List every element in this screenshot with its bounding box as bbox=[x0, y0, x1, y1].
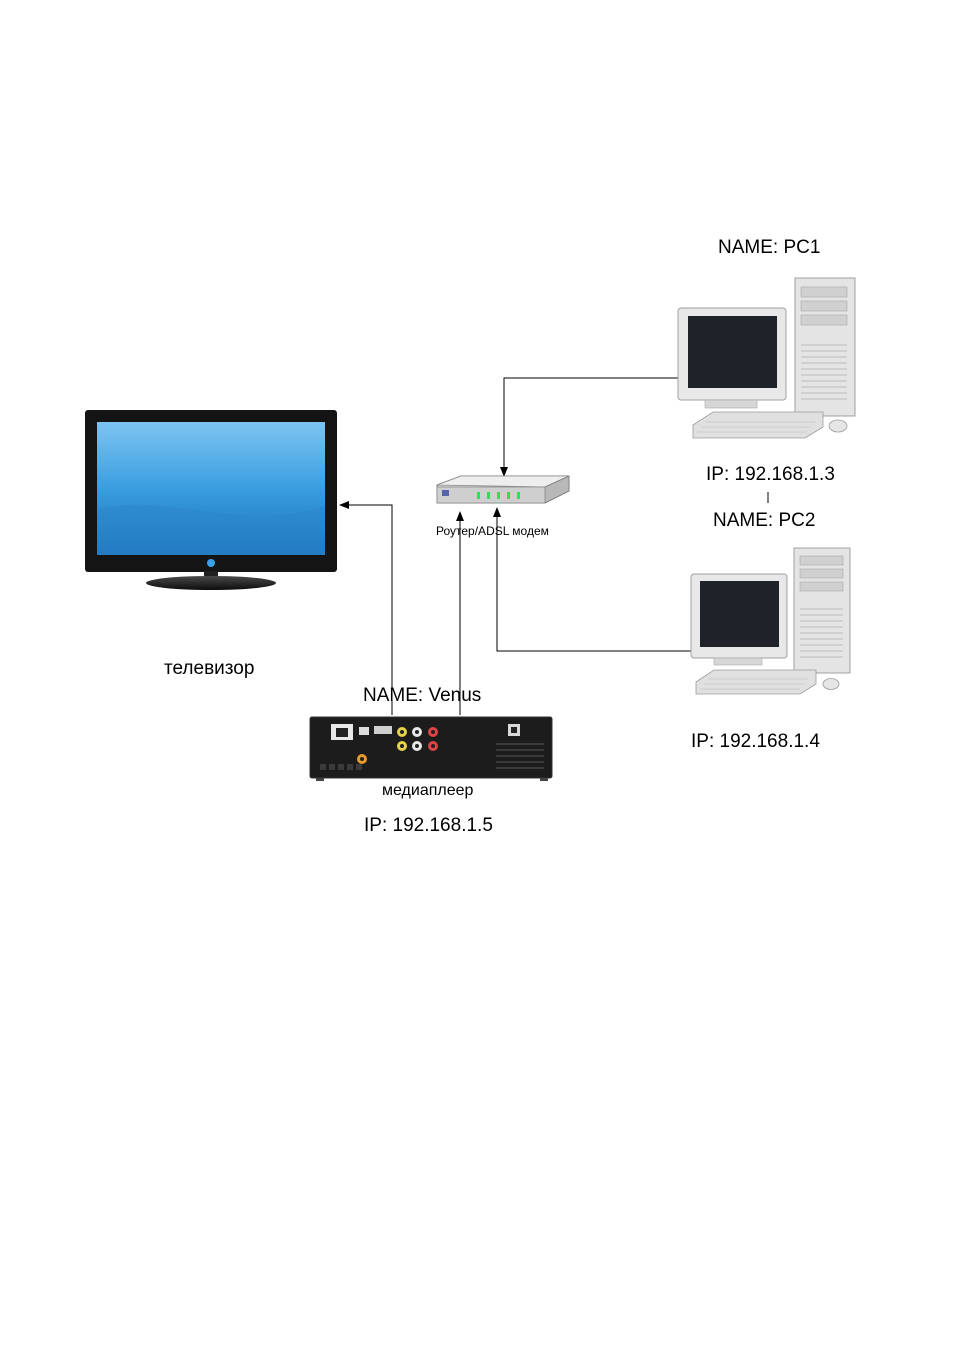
pc2-desktop-computer-icon bbox=[688, 545, 858, 700]
router-icon bbox=[433, 473, 573, 523]
wire-pc1-router bbox=[504, 378, 682, 476]
pc2-ip: IP: 192.168.1.4 bbox=[691, 732, 820, 751]
television-icon bbox=[70, 395, 360, 605]
tv-label: телевизор bbox=[164, 659, 254, 678]
pc1-name: NAME: PC1 bbox=[718, 238, 820, 257]
media-player-icon bbox=[308, 714, 554, 784]
player-name: NAME: Venus bbox=[363, 686, 481, 705]
player-label: медиаплеер bbox=[382, 783, 473, 799]
pc1-desktop-computer-icon bbox=[675, 275, 865, 445]
router-label: Роутер/ADSL модем bbox=[436, 525, 549, 537]
pc1-ip: IP: 192.168.1.3 bbox=[706, 465, 835, 484]
player-ip: IP: 192.168.1.5 bbox=[364, 816, 493, 835]
pc2-name: NAME: PC2 bbox=[713, 511, 815, 530]
